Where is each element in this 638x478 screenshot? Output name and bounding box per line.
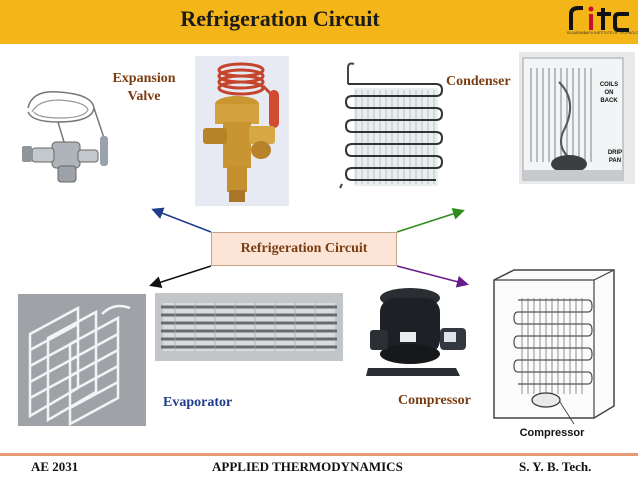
header-bar: Refrigeration Circuit RAJARAMBAPU INSTIT… (0, 0, 638, 44)
arrow-to-condenser (396, 208, 465, 233)
coils-text-1: COILS (600, 82, 618, 88)
refrigerator-drawing: Compressor (488, 268, 636, 444)
arrow-to-evaporator (149, 265, 212, 288)
page-title: Refrigeration Circuit (180, 6, 380, 31)
logo-subtext: RAJARAMBAPU INSTITUTE OF TECHNOLOGY (567, 31, 638, 35)
evaporator-label: Evaporator (163, 395, 233, 410)
drip-text-1: DRIP (608, 150, 622, 156)
arrow-to-expansion-valve (151, 207, 212, 233)
footer-course-title: APPLIED THERMODYNAMICS (212, 459, 403, 474)
compressor-label: Compressor (398, 393, 471, 408)
arrow-to-compressor (396, 265, 469, 288)
evaporator-coil-photo (155, 293, 343, 361)
coils-text-2: ON (605, 90, 614, 96)
evaporator-rack-photo (18, 294, 146, 427)
compressor-photo (364, 284, 472, 382)
refrigerator-back-photo: COILS ON BACK DRIP PAN (519, 52, 635, 184)
expansion-valve-photo (195, 56, 289, 206)
drip-text-2: PAN (609, 158, 621, 164)
expansion-valve-label: Expansion Valve (112, 71, 176, 104)
expansion-valve-photo-small (18, 78, 110, 186)
footer-class: S. Y. B. Tech. (519, 459, 592, 474)
rit-logo-icon (569, 6, 629, 32)
condenser-coil-photo (336, 58, 444, 190)
condenser-label: Condenser (446, 74, 511, 89)
coils-text-3: BACK (600, 98, 618, 104)
rit-logo: RAJARAMBAPU INSTITUTE OF TECHNOLOGY (567, 4, 638, 42)
footer-course-code: AE 2031 (31, 459, 79, 474)
center-title-box: Refrigeration Circuit (211, 232, 397, 266)
compressor-caption: Compressor (520, 427, 586, 439)
footer-divider (0, 453, 638, 456)
